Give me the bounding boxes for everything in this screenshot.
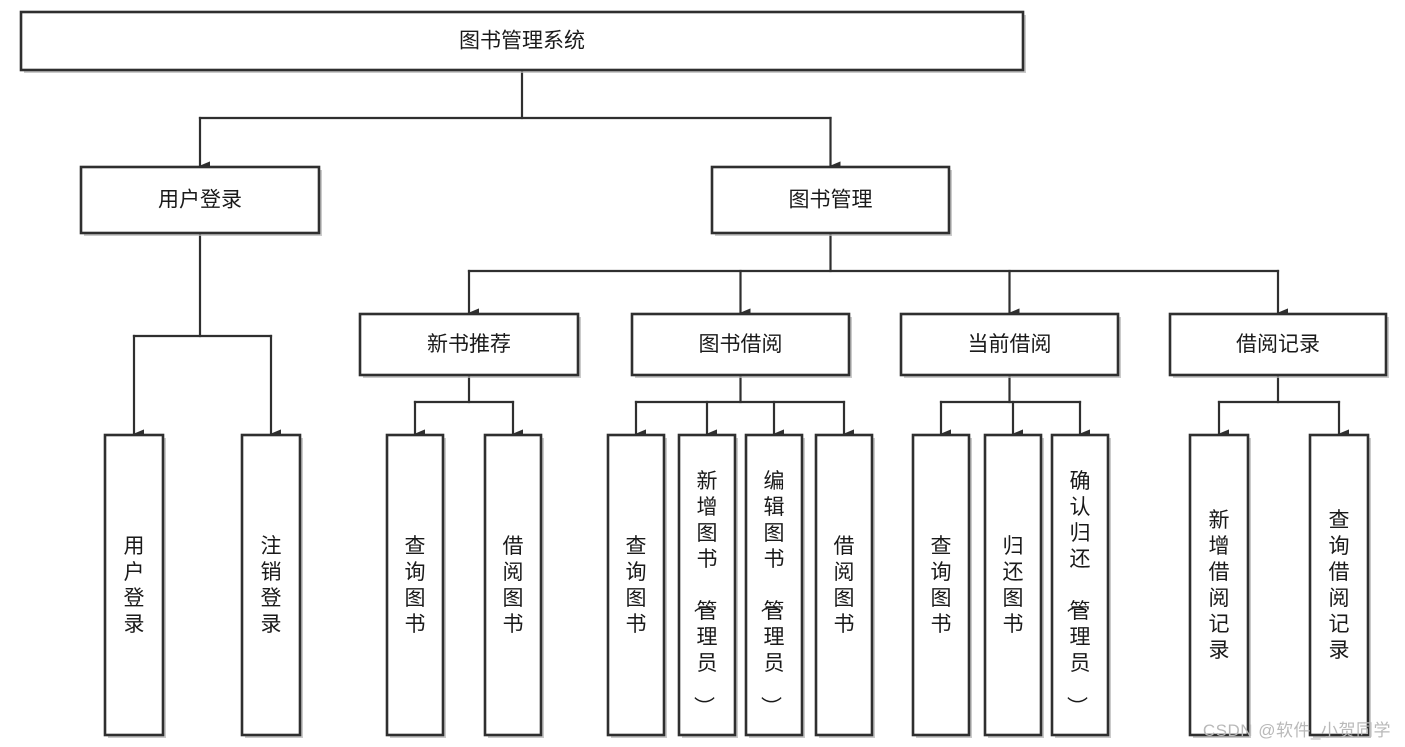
node-new-book-recommend[interactable]: 新书推荐 — [358, 312, 581, 378]
node-label: 新增图书（管理员） — [692, 470, 718, 717]
node-label: 图书借阅 — [699, 333, 783, 356]
node-current-borrow[interactable]: 当前借阅 — [899, 312, 1121, 378]
node-label: 借阅记录 — [1236, 333, 1320, 356]
node-box[interactable] — [1168, 312, 1388, 377]
node-label: 图书管理系统 — [459, 30, 585, 53]
node-box[interactable] — [744, 433, 804, 737]
node-box[interactable] — [1188, 433, 1250, 737]
node-box[interactable] — [79, 165, 321, 235]
node-root[interactable]: 图书管理系统 — [19, 10, 1026, 73]
node-box[interactable] — [606, 433, 666, 737]
node-leaf-borrow-book-1[interactable]: 借阅图书 — [483, 433, 544, 738]
node-book-manage[interactable]: 图书管理 — [710, 165, 952, 236]
node-box[interactable] — [677, 433, 737, 737]
node-leaf-query-book-2[interactable]: 查询图书 — [606, 433, 667, 738]
node-user-login[interactable]: 用户登录 — [79, 165, 322, 236]
node-label: 查询图书 — [626, 535, 647, 636]
nodes-layer: 图书管理系统用户登录图书管理新书推荐图书借阅当前借阅借阅记录用户登录注销登录查询… — [19, 10, 1389, 738]
node-borrow-record[interactable]: 借阅记录 — [1168, 312, 1389, 378]
node-leaf-query-book-3[interactable]: 查询图书 — [911, 433, 972, 738]
node-leaf-user-login[interactable]: 用户登录 — [103, 433, 166, 738]
node-label: 查询图书 — [931, 535, 952, 636]
node-box[interactable] — [814, 433, 874, 737]
node-box[interactable] — [710, 165, 951, 235]
node-leaf-edit-book[interactable]: 编辑图书（管理员） — [744, 433, 805, 738]
node-box[interactable] — [1050, 433, 1110, 737]
watermark-credit: CSDN @软件_小贺同学 — [1202, 721, 1391, 740]
node-leaf-confirm-return[interactable]: 确认归还（管理员） — [1050, 433, 1111, 738]
node-box[interactable] — [385, 433, 445, 737]
node-box[interactable] — [483, 433, 543, 737]
edges-layer — [132, 68, 1349, 439]
node-book-borrow[interactable]: 图书借阅 — [630, 312, 852, 378]
node-label: 注销登录 — [261, 535, 282, 636]
node-label: 借阅图书 — [834, 535, 855, 636]
node-leaf-logout[interactable]: 注销登录 — [240, 433, 303, 738]
node-label: 新增借阅记录 — [1209, 509, 1230, 662]
node-leaf-add-record[interactable]: 新增借阅记录 — [1188, 433, 1251, 738]
node-label: 用户登录 — [124, 535, 145, 636]
node-box[interactable] — [103, 433, 165, 737]
node-box[interactable] — [911, 433, 971, 737]
node-box[interactable] — [1308, 433, 1370, 737]
node-label: 归还图书 — [1003, 535, 1024, 636]
node-box[interactable] — [19, 10, 1025, 72]
node-leaf-query-book-1[interactable]: 查询图书 — [385, 433, 446, 738]
node-label: 确认归还（管理员） — [1065, 470, 1091, 717]
node-label: 图书管理 — [789, 189, 873, 212]
node-label: 编辑图书（管理员） — [759, 470, 785, 717]
node-label: 用户登录 — [158, 189, 242, 212]
node-leaf-borrow-book-2[interactable]: 借阅图书 — [814, 433, 875, 738]
node-box[interactable] — [358, 312, 580, 377]
node-box[interactable] — [240, 433, 302, 737]
node-label: 新书推荐 — [427, 333, 511, 356]
node-leaf-return-book[interactable]: 归还图书 — [983, 433, 1044, 738]
node-label: 当前借阅 — [968, 333, 1052, 356]
node-box[interactable] — [983, 433, 1043, 737]
node-label: 借阅图书 — [503, 535, 524, 636]
node-label: 查询借阅记录 — [1329, 509, 1350, 662]
node-box[interactable] — [630, 312, 851, 377]
node-leaf-add-book[interactable]: 新增图书（管理员） — [677, 433, 738, 738]
node-leaf-query-record[interactable]: 查询借阅记录 — [1308, 433, 1371, 738]
node-label: 查询图书 — [405, 535, 426, 636]
node-box[interactable] — [899, 312, 1120, 377]
